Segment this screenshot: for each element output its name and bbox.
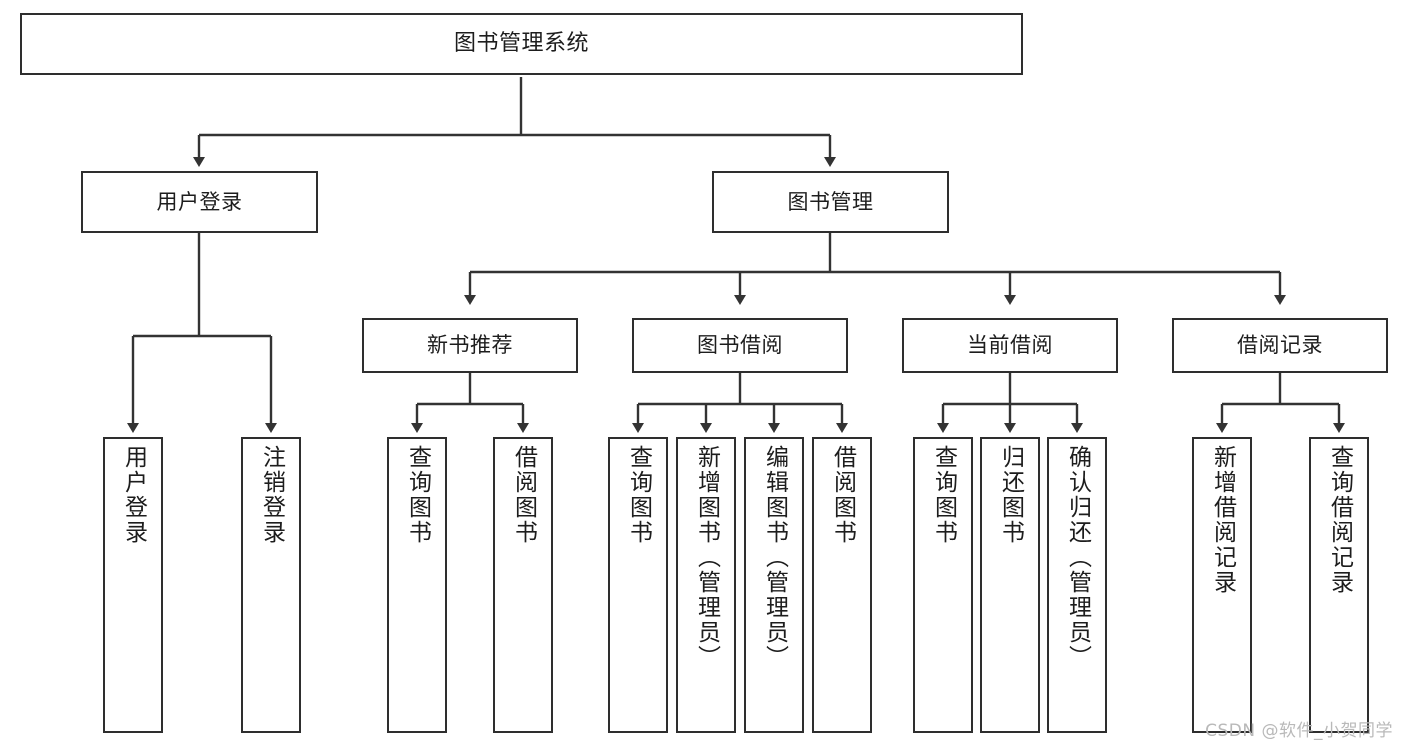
node-book-borrow[interactable]: 图书借阅 (632, 318, 848, 373)
leaf-confirm-return[interactable]: 确认归还（管理员） (1047, 437, 1107, 733)
leaf-user-login-label: 用户登录 (120, 445, 147, 545)
node-book-manage-label: 图书管理 (787, 189, 874, 214)
leaf-add-record-label: 新增借阅记录 (1209, 445, 1236, 595)
leaf-logout[interactable]: 注销登录 (241, 437, 301, 733)
leaf-query-record[interactable]: 查询借阅记录 (1309, 437, 1369, 733)
leaf-return-book-label: 归还图书 (997, 445, 1024, 545)
node-current-borrow[interactable]: 当前借阅 (902, 318, 1118, 373)
node-new-book-recommend[interactable]: 新书推荐 (362, 318, 578, 373)
node-book-manage[interactable]: 图书管理 (712, 171, 949, 233)
node-root[interactable]: 图书管理系统 (20, 13, 1023, 75)
leaf-query-book-1-label: 查询图书 (404, 445, 431, 545)
leaf-borrow-book-1-label: 借阅图书 (510, 445, 537, 545)
leaf-edit-book-label: 编辑图书（管理员） (761, 445, 788, 670)
leaf-query-record-label: 查询借阅记录 (1326, 445, 1353, 595)
csdn-watermark: CSDN @软件_小贺同学 (1205, 721, 1393, 741)
leaf-logout-label: 注销登录 (258, 445, 285, 545)
leaf-return-book[interactable]: 归还图书 (980, 437, 1040, 733)
leaf-borrow-book-2-label: 借阅图书 (829, 445, 856, 545)
leaf-edit-book[interactable]: 编辑图书（管理员） (744, 437, 804, 733)
leaf-query-book-3-label: 查询图书 (930, 445, 957, 545)
node-root-label: 图书管理系统 (453, 31, 589, 57)
node-borrow-record-label: 借阅记录 (1237, 333, 1323, 358)
leaf-borrow-book-1[interactable]: 借阅图书 (493, 437, 553, 733)
leaf-borrow-book-2[interactable]: 借阅图书 (812, 437, 872, 733)
leaf-query-book-1[interactable]: 查询图书 (387, 437, 447, 733)
node-current-borrow-label: 当前借阅 (967, 333, 1053, 358)
leaf-query-book-2[interactable]: 查询图书 (608, 437, 668, 733)
leaf-query-book-3[interactable]: 查询图书 (913, 437, 973, 733)
node-book-borrow-label: 图书借阅 (697, 333, 783, 358)
node-user-login[interactable]: 用户登录 (81, 171, 318, 233)
leaf-add-record[interactable]: 新增借阅记录 (1192, 437, 1252, 733)
node-user-login-label: 用户登录 (156, 189, 243, 214)
leaf-add-book-label: 新增图书（管理员） (693, 445, 720, 670)
leaf-query-book-2-label: 查询图书 (625, 445, 652, 545)
node-new-book-recommend-label: 新书推荐 (427, 333, 513, 358)
leaf-user-login[interactable]: 用户登录 (103, 437, 163, 733)
leaf-add-book[interactable]: 新增图书（管理员） (676, 437, 736, 733)
node-borrow-record[interactable]: 借阅记录 (1172, 318, 1388, 373)
leaf-confirm-return-label: 确认归还（管理员） (1064, 445, 1091, 670)
